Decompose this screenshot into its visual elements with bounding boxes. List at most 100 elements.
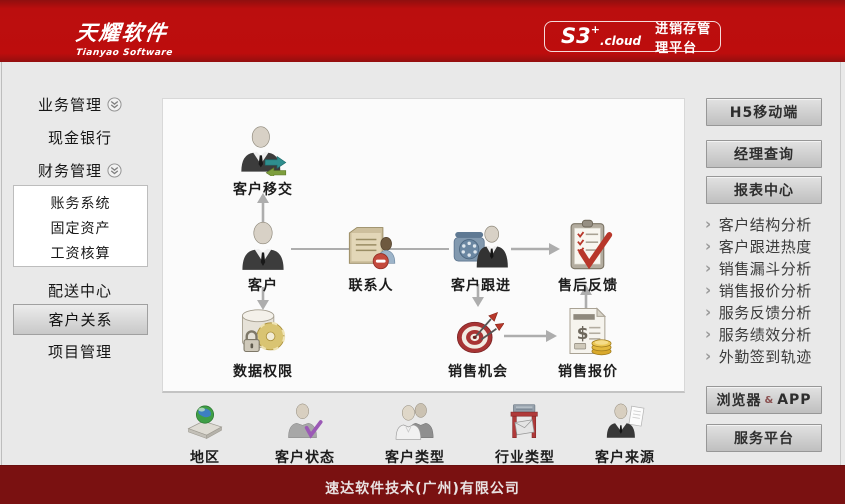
finance-submenu: 账务系统 固定资产 工资核算	[13, 185, 148, 267]
report-link-service-feedback[interactable]: › 服务反馈分析	[705, 301, 835, 323]
bottom-item-label: 客户类型	[385, 450, 445, 466]
submenu-item-fixed-assets[interactable]: 固定资产	[50, 221, 111, 237]
sidebar-item-label: 客户关系	[48, 311, 113, 329]
sales-target-icon	[456, 311, 504, 354]
expand-down-icon[interactable]	[107, 96, 122, 112]
sidebar-item-distribution[interactable]: 配送中心	[0, 280, 160, 300]
customer-status-icon	[288, 403, 323, 439]
button-label-cn: 浏览器	[716, 393, 762, 409]
flow-node-label: 售后反馈	[558, 278, 618, 294]
chevron-right-icon: ›	[705, 236, 712, 255]
chevron-right-icon: ›	[705, 258, 712, 277]
sidebar-item-label: 业务管理	[37, 95, 102, 114]
app-header: 天耀软件 Tianyao Software S3+.cloud 进销存管理平台	[0, 0, 845, 62]
report-link-sales-funnel[interactable]: › 销售漏斗分析	[705, 257, 835, 279]
badge-platform-name: 进销存管理平台	[655, 21, 712, 56]
chevron-right-icon: ›	[705, 302, 712, 321]
contact-folder-icon	[348, 227, 396, 270]
flow-arrow-right-followup-to-feedback	[511, 243, 560, 255]
browser-app-button[interactable]: 浏览器 & APP	[706, 386, 822, 414]
bottom-item-region[interactable]: 地区	[157, 403, 253, 467]
report-link-label: 销售漏斗分析	[718, 259, 812, 278]
report-link-followup-heat[interactable]: › 客户跟进热度	[705, 235, 835, 257]
flow-node-aftersale-feedback[interactable]: 售后反馈	[546, 218, 630, 295]
report-link-label: 外勤签到轨迹	[718, 347, 812, 366]
sidebar-item-label: 财务管理	[37, 161, 102, 180]
region-globe-icon	[187, 405, 223, 440]
bottom-item-industry-type[interactable]: 行业类型	[477, 403, 573, 467]
left-edge-line	[1, 62, 2, 465]
chevron-right-icon: ›	[705, 324, 712, 343]
logo-title: 天耀软件	[74, 21, 170, 45]
feedback-clipboard-icon	[570, 219, 613, 270]
button-label: 服务平台	[734, 431, 794, 447]
report-link-label: 服务绩效分析	[718, 325, 812, 344]
report-center-button[interactable]: 报表中心	[706, 176, 822, 204]
expand-down-icon[interactable]	[107, 162, 122, 178]
phone-followup-icon	[453, 225, 508, 268]
sidebar-item-finance[interactable]: 财务管理	[0, 160, 160, 180]
industry-type-icon	[510, 404, 538, 438]
bottom-item-label: 行业类型	[495, 450, 555, 466]
flow-node-sales-quote[interactable]: $ 销售报价	[546, 304, 630, 381]
right-edge-line	[840, 62, 841, 465]
submenu-item-payroll[interactable]: 工资核算	[50, 246, 111, 262]
bottom-item-customer-source[interactable]: 客户来源	[577, 403, 673, 467]
report-link-label: 服务反馈分析	[718, 303, 812, 322]
sidebar-item-label: 配送中心	[47, 281, 112, 300]
button-label: 经理查询	[734, 147, 794, 163]
flow-node-contacts[interactable]: 联系人	[329, 220, 413, 295]
flow-arrow-down-followup-to-opportunity	[472, 284, 484, 307]
button-label: H5移动端	[729, 105, 799, 121]
flow-node-customer[interactable]: 客户	[221, 220, 305, 295]
logo: 天耀软件 Tianyao Software	[74, 17, 174, 58]
sidebar-item-business[interactable]: 业务管理	[0, 94, 160, 114]
sidebar-item-project[interactable]: 项目管理	[0, 341, 160, 361]
flow-node-data-permission[interactable]: 数据权限	[221, 306, 305, 381]
report-link-customer-structure[interactable]: › 客户结构分析	[705, 213, 835, 235]
chevron-right-icon: ›	[705, 214, 712, 233]
bottom-item-customer-status[interactable]: 客户状态	[257, 403, 353, 467]
flow-arrow-up-customer-to-transfer	[257, 193, 269, 223]
data-permission-icon	[241, 309, 286, 353]
badge-cloud: .cloud	[599, 33, 642, 48]
report-link-field-checkin-track[interactable]: › 外勤签到轨迹	[705, 345, 835, 367]
flow-node-label: 销售报价	[558, 364, 618, 380]
submenu-item-accounting[interactable]: 账务系统	[50, 196, 111, 212]
report-link-label: 客户结构分析	[718, 215, 812, 234]
flow-node-label: 联系人	[348, 278, 394, 294]
customer-person-icon	[242, 221, 284, 270]
report-link-label: 客户跟进热度	[718, 237, 812, 256]
service-platform-button[interactable]: 服务平台	[706, 424, 822, 452]
flow-node-customer-followup[interactable]: 客户跟进	[439, 220, 523, 295]
manager-query-button[interactable]: 经理查询	[706, 140, 822, 168]
chevron-right-icon: ›	[705, 346, 712, 365]
flow-node-customer-transfer[interactable]: 客户移交	[221, 124, 305, 199]
flow-arrow-right-opportunity-to-quote	[504, 330, 557, 342]
ampersand: &	[764, 394, 775, 406]
flow-node-sales-opportunity[interactable]: 销售机会	[436, 306, 520, 381]
sidebar-item-cash-bank[interactable]: 现金银行	[0, 127, 160, 147]
app-footer: 速达软件技术(广州)有限公司	[0, 465, 845, 504]
flow-node-label: 客户跟进	[451, 278, 511, 294]
report-link-service-performance[interactable]: › 服务绩效分析	[705, 323, 835, 345]
badge-plus: +	[590, 23, 600, 36]
person-transfer-icon	[241, 126, 287, 176]
product-badge: S3+.cloud 进销存管理平台	[544, 21, 721, 56]
chevron-right-icon: ›	[705, 280, 712, 299]
report-link-quote-analysis[interactable]: › 销售报价分析	[705, 279, 835, 301]
bottom-item-label: 客户来源	[595, 450, 655, 466]
button-label: 报表中心	[734, 183, 794, 199]
svg-text:$: $	[577, 323, 589, 343]
bottom-item-label: 地区	[190, 450, 220, 466]
sidebar-item-label: 项目管理	[47, 342, 112, 361]
h5-mobile-button[interactable]: H5移动端	[706, 98, 822, 126]
bottom-item-customer-type[interactable]: 客户类型	[367, 403, 463, 467]
flow-node-label: 销售机会	[448, 364, 508, 380]
customer-source-icon	[606, 403, 645, 438]
report-link-label: 销售报价分析	[718, 281, 812, 300]
logo-subtitle: Tianyao Software	[75, 48, 174, 58]
company-name: 速达软件技术(广州)有限公司	[325, 481, 520, 497]
flow-node-label: 客户移交	[233, 182, 293, 198]
sidebar-item-customer-relations-selected[interactable]: 客户关系	[13, 304, 148, 335]
